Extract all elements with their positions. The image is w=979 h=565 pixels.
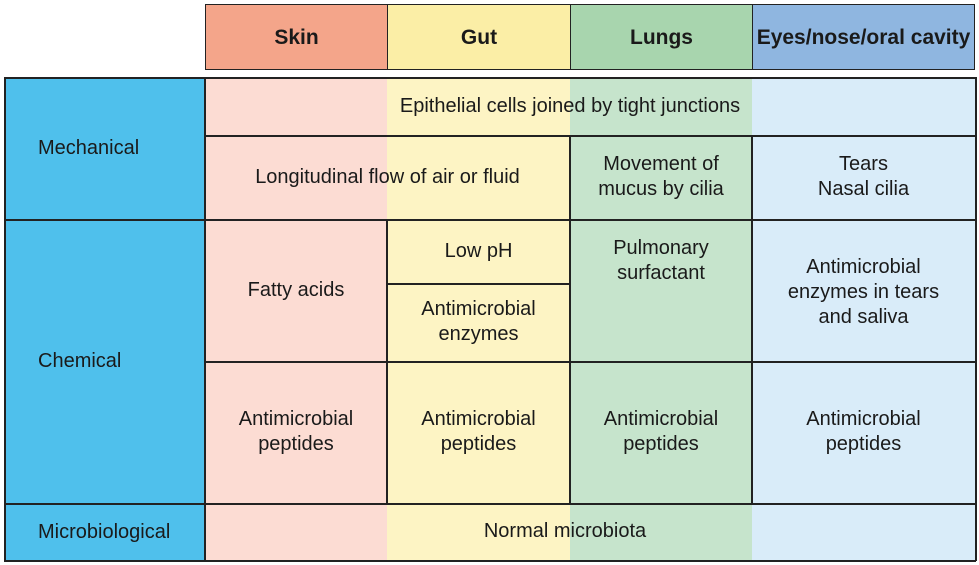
eyes-left-line-chem bbox=[751, 219, 753, 504]
cell-eyes-peptides: Antimicrobial peptides bbox=[752, 361, 975, 503]
header-lungs: Lungs bbox=[570, 4, 753, 70]
mechanical-inner-line bbox=[205, 135, 976, 137]
header-lungs-label: Lungs bbox=[630, 25, 693, 49]
cell-mucus-cilia-line1: Movement of bbox=[603, 153, 719, 175]
outer-top-line bbox=[4, 77, 976, 79]
cell-epithelial: Epithelial cells joined by tight junctio… bbox=[205, 77, 935, 135]
cell-low-ph: Low pH bbox=[387, 219, 570, 283]
cell-gut-peptides-line1: Antimicrobial bbox=[421, 408, 536, 430]
eyes-column-bg bbox=[752, 77, 975, 561]
cell-gut-enzymes: Antimicrobial enzymes bbox=[387, 283, 570, 361]
outer-right-line bbox=[975, 77, 977, 561]
cell-gut-enzymes-line1: Antimicrobial bbox=[421, 298, 536, 320]
lungs-column-bg bbox=[570, 77, 752, 561]
cell-normal-microbiota: Normal microbiota bbox=[205, 503, 925, 560]
label-divider-line bbox=[204, 77, 206, 561]
gut-column-bg bbox=[387, 77, 570, 561]
gut-left-line-chem bbox=[386, 219, 388, 504]
outer-left-line bbox=[4, 77, 6, 561]
cell-nasal-cilia-text: Nasal cilia bbox=[817, 178, 910, 200]
cell-surfactant-line1: Pulmonary bbox=[613, 237, 709, 259]
cell-gut-enzymes-line2: enzymes bbox=[438, 323, 519, 345]
cell-fatty-acids-text: Fatty acids bbox=[247, 278, 345, 301]
cell-eye-enzymes-line3: and saliva bbox=[818, 305, 909, 328]
eyes-left-line-mech bbox=[751, 135, 753, 220]
cell-gut-peptides: Antimicrobial peptides bbox=[387, 361, 570, 503]
outer-bottom-line bbox=[4, 560, 976, 562]
gut-lowph-line bbox=[387, 283, 570, 285]
lungs-left-line-mech bbox=[569, 135, 571, 220]
cell-low-ph-text: Low pH bbox=[444, 239, 513, 262]
cell-longitudinal-flow-text: Longitudinal flow of air or fluid bbox=[255, 165, 520, 188]
cell-surfactant-line2: surfactant bbox=[617, 262, 705, 284]
header-gut-label: Gut bbox=[460, 25, 498, 49]
cell-tears-nasal: Tears Nasal cilia bbox=[752, 135, 975, 219]
header-eyes-label: Eyes/nose/oral cavity bbox=[756, 25, 971, 49]
cell-lungs-peptides-line2: peptides bbox=[623, 433, 699, 455]
cell-lungs-peptides-line1: Antimicrobial bbox=[603, 408, 719, 430]
lungs-left-line-chem bbox=[569, 219, 571, 504]
skin-column-bg bbox=[205, 77, 387, 561]
header-skin: Skin bbox=[205, 4, 388, 70]
cell-skin-peptides-line1: Antimicrobial bbox=[238, 408, 354, 430]
cell-eye-enzymes-line2: enzymes in tears bbox=[787, 280, 940, 303]
cell-eye-enzymes-line1: Antimicrobial bbox=[806, 255, 921, 278]
mechanical-chemical-line bbox=[4, 219, 976, 221]
cell-lungs-peptides: Antimicrobial peptides bbox=[570, 361, 752, 503]
chemical-micro-line bbox=[4, 503, 976, 505]
cell-mucus-cilia-line2: mucus by cilia bbox=[598, 178, 724, 200]
row-label-chemical: Chemical bbox=[4, 219, 205, 503]
cell-eyes-peptides-line1: Antimicrobial bbox=[806, 408, 921, 430]
header-eyes: Eyes/nose/oral cavity bbox=[752, 4, 975, 70]
header-gut: Gut bbox=[387, 4, 571, 70]
chemical-peptides-line bbox=[205, 361, 976, 363]
cell-epithelial-text: Epithelial cells joined by tight junctio… bbox=[399, 94, 741, 117]
row-label-microbiological-text: Microbiological bbox=[38, 520, 171, 543]
cell-skin-peptides-line2: peptides bbox=[258, 433, 334, 455]
row-label-microbiological: Microbiological bbox=[4, 503, 205, 561]
row-label-mechanical-text: Mechanical bbox=[38, 136, 140, 159]
cell-gut-peptides-line2: peptides bbox=[440, 433, 517, 455]
cell-fatty-acids: Fatty acids bbox=[205, 219, 387, 361]
cell-mucus-cilia: Movement of mucus by cilia bbox=[570, 135, 752, 219]
header-skin-label: Skin bbox=[274, 25, 319, 49]
cell-pulmonary-surfactant: Pulmonary surfactant bbox=[570, 236, 752, 288]
cell-normal-microbiota-text: Normal microbiota bbox=[483, 520, 647, 542]
cell-skin-peptides: Antimicrobial peptides bbox=[205, 361, 387, 503]
cell-eyes-peptides-line2: peptides bbox=[825, 433, 902, 455]
cell-eye-enzymes: Antimicrobial enzymes in tears and saliv… bbox=[752, 219, 975, 361]
cell-longitudinal-flow: Longitudinal flow of air or fluid bbox=[205, 135, 570, 219]
row-label-column-bg bbox=[4, 77, 205, 561]
cell-tears-text: Tears bbox=[839, 153, 888, 175]
row-label-chemical-text: Chemical bbox=[38, 349, 122, 372]
row-label-mechanical: Mechanical bbox=[4, 77, 205, 219]
